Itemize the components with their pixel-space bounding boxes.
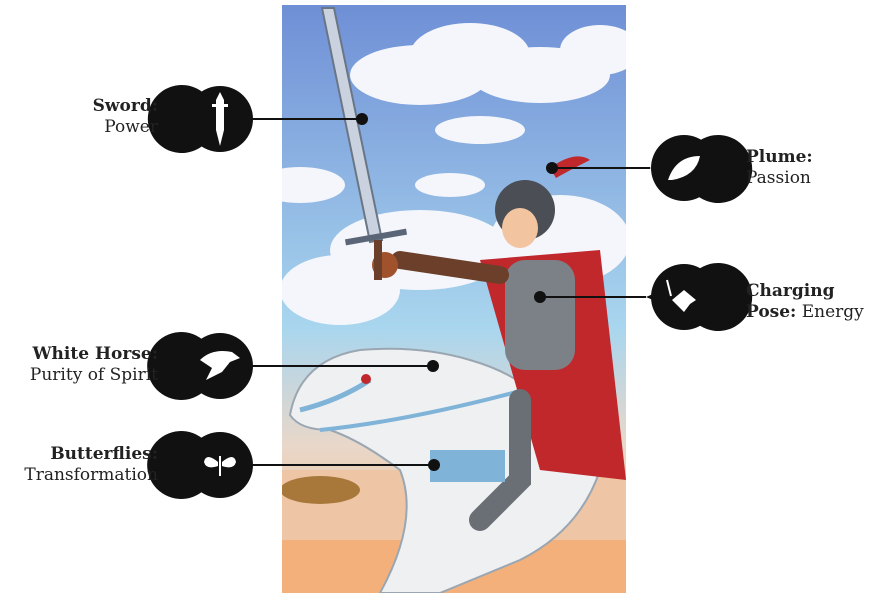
label-charging-pose: Charging Pose: Energy xyxy=(746,281,871,323)
label-butterflies: Butterflies: Transformation xyxy=(0,444,158,486)
label-white-horse: White Horse: Purity of Spirit xyxy=(0,344,158,386)
label-plume: Plume: Passion xyxy=(746,147,866,189)
label-sword: Sword: Power xyxy=(0,96,158,138)
knight-illustration xyxy=(255,5,640,593)
